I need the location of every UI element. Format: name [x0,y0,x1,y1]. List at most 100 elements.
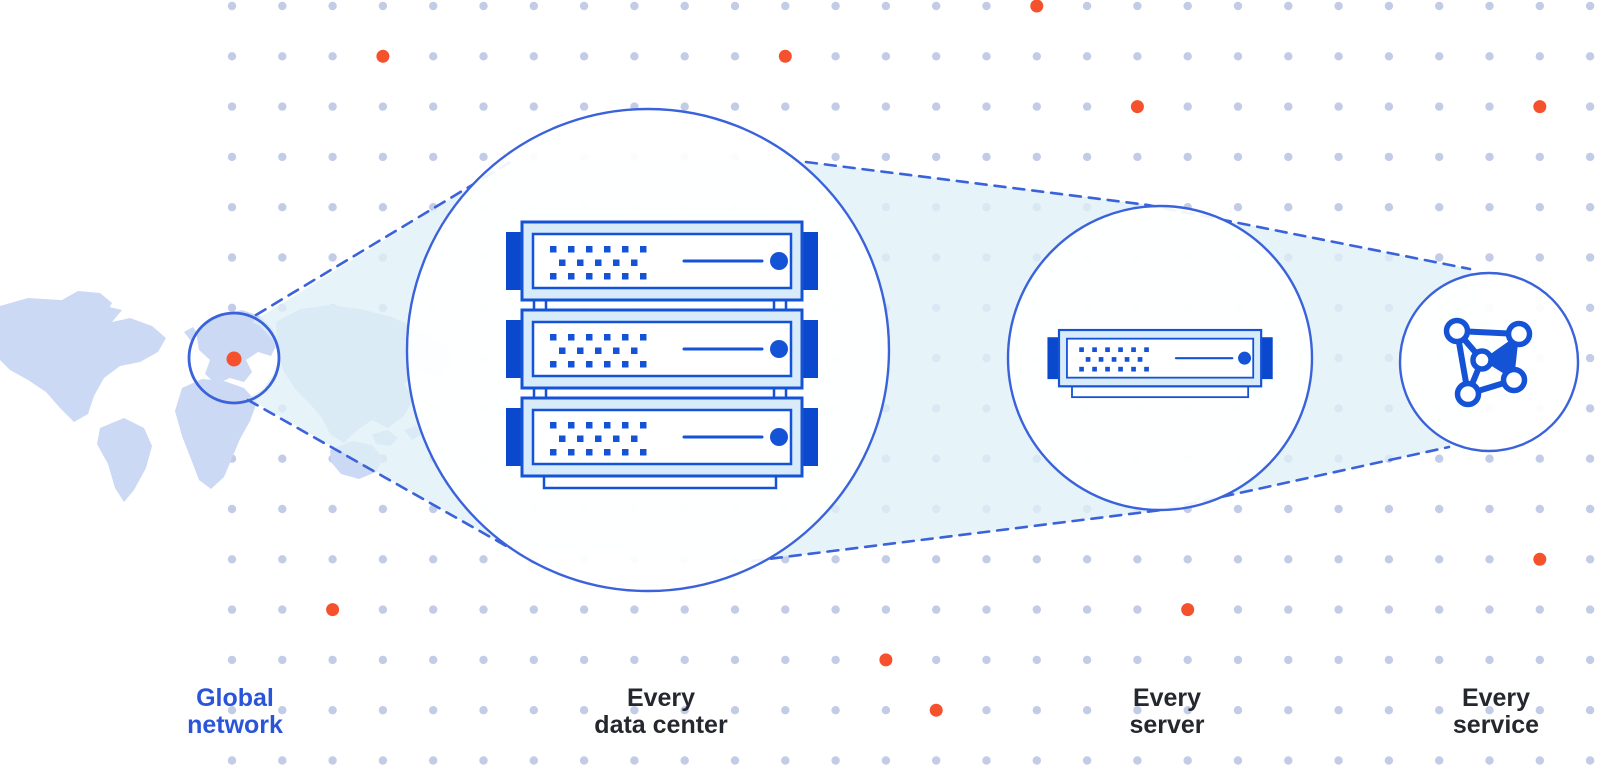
grid-dot [529,655,538,665]
grid-dot [932,52,941,61]
grid-dot [278,152,287,162]
grid-dot [529,756,538,765]
grid-dot [1334,756,1343,765]
grid-dot [1284,706,1293,715]
grid-dot [630,1,639,11]
grid-dot [1585,303,1595,312]
grid-dot [1233,706,1243,715]
grid-dot [278,555,287,564]
grid-dot [479,605,488,614]
grid-dot [328,756,337,765]
grid-dot [1032,756,1042,765]
orange-dot [929,703,943,717]
grid-dot [529,605,538,614]
mesh-network-icon [1443,317,1533,408]
grid-dot [1183,655,1192,665]
grid-dot [1082,152,1092,162]
grid-dot [479,152,488,162]
grid-dot [1233,756,1243,765]
grid-dot [982,555,991,564]
label-data-center-line2: data center [594,711,728,739]
grid-dot [781,655,790,665]
grid-dot [1435,655,1444,665]
grid-dot [479,102,488,111]
orange-dot [1533,100,1547,114]
grid-dot [881,152,891,162]
grid-dot [1585,706,1595,715]
grid-dot [278,253,287,262]
grid-dot [932,102,941,111]
grid-dot [227,203,237,212]
grid-dot [1032,52,1042,61]
mesh-node [1500,366,1528,394]
grid-dot [328,655,337,665]
grid-dot [781,102,790,111]
grid-dot [831,152,840,162]
orange-dot [778,49,792,63]
grid-dot [328,152,337,162]
grid-dot [1535,706,1545,715]
grid-dot [881,706,891,715]
grid-dot [1284,655,1293,665]
grid-dot [831,52,840,61]
grid-dot [1435,756,1444,765]
grid-dot [1535,1,1545,11]
grid-dot [529,102,538,111]
grid-dot [1032,152,1042,162]
grid-dot [378,1,388,11]
grid-dot [730,756,740,765]
map-north-america [0,298,166,422]
grid-dot [1133,655,1142,665]
grid-dot [378,504,388,514]
grid-dot [1585,253,1595,262]
grid-dot [1082,756,1092,765]
grid-dot [982,152,991,162]
grid-dot [1485,102,1494,111]
grid-dot [227,605,237,614]
grid-dot [1082,555,1092,564]
grid-dot [429,52,438,61]
grid-dot [1233,102,1243,111]
grid-dot [1585,203,1595,212]
grid-dot [1435,203,1444,212]
grid-dot [1384,756,1394,765]
grid-dot [630,52,639,61]
grid-dot [1485,504,1494,514]
grid-dot [579,655,589,665]
grid-dot [1535,454,1545,463]
grid-dot [1485,1,1494,11]
grid-dot [1334,52,1343,61]
grid-dot [932,756,941,765]
grid-dot [1384,504,1394,514]
grid-dot [1334,504,1343,514]
grid-dot [429,756,438,765]
grid-dot [1284,756,1293,765]
grid-dot [982,102,991,111]
grid-dot [1384,605,1394,614]
grid-dot [1485,655,1494,665]
grid-dot [680,1,689,11]
grid-dot [1384,102,1394,111]
grid-dot [328,203,337,212]
grid-dot [1133,605,1142,614]
grid-dot [1233,1,1243,11]
label-service-line1: Every [1462,684,1530,712]
grid-dot [227,102,237,111]
grid-dot [730,52,740,61]
grid-dot [1435,152,1444,162]
grid-dot [630,655,639,665]
grid-dot [1535,253,1545,262]
grid-dot [278,203,287,212]
grid-dot [630,756,639,765]
grid-dot [529,706,538,715]
grid-dot [982,756,991,765]
grid-dot [429,102,438,111]
grid-dot [881,52,891,61]
grid-dot [278,605,287,614]
grid-dot [1485,454,1494,463]
grid-dot [932,605,941,614]
grid-dot [730,706,740,715]
grid-dot [1284,605,1293,614]
grid-dot [1384,555,1394,564]
